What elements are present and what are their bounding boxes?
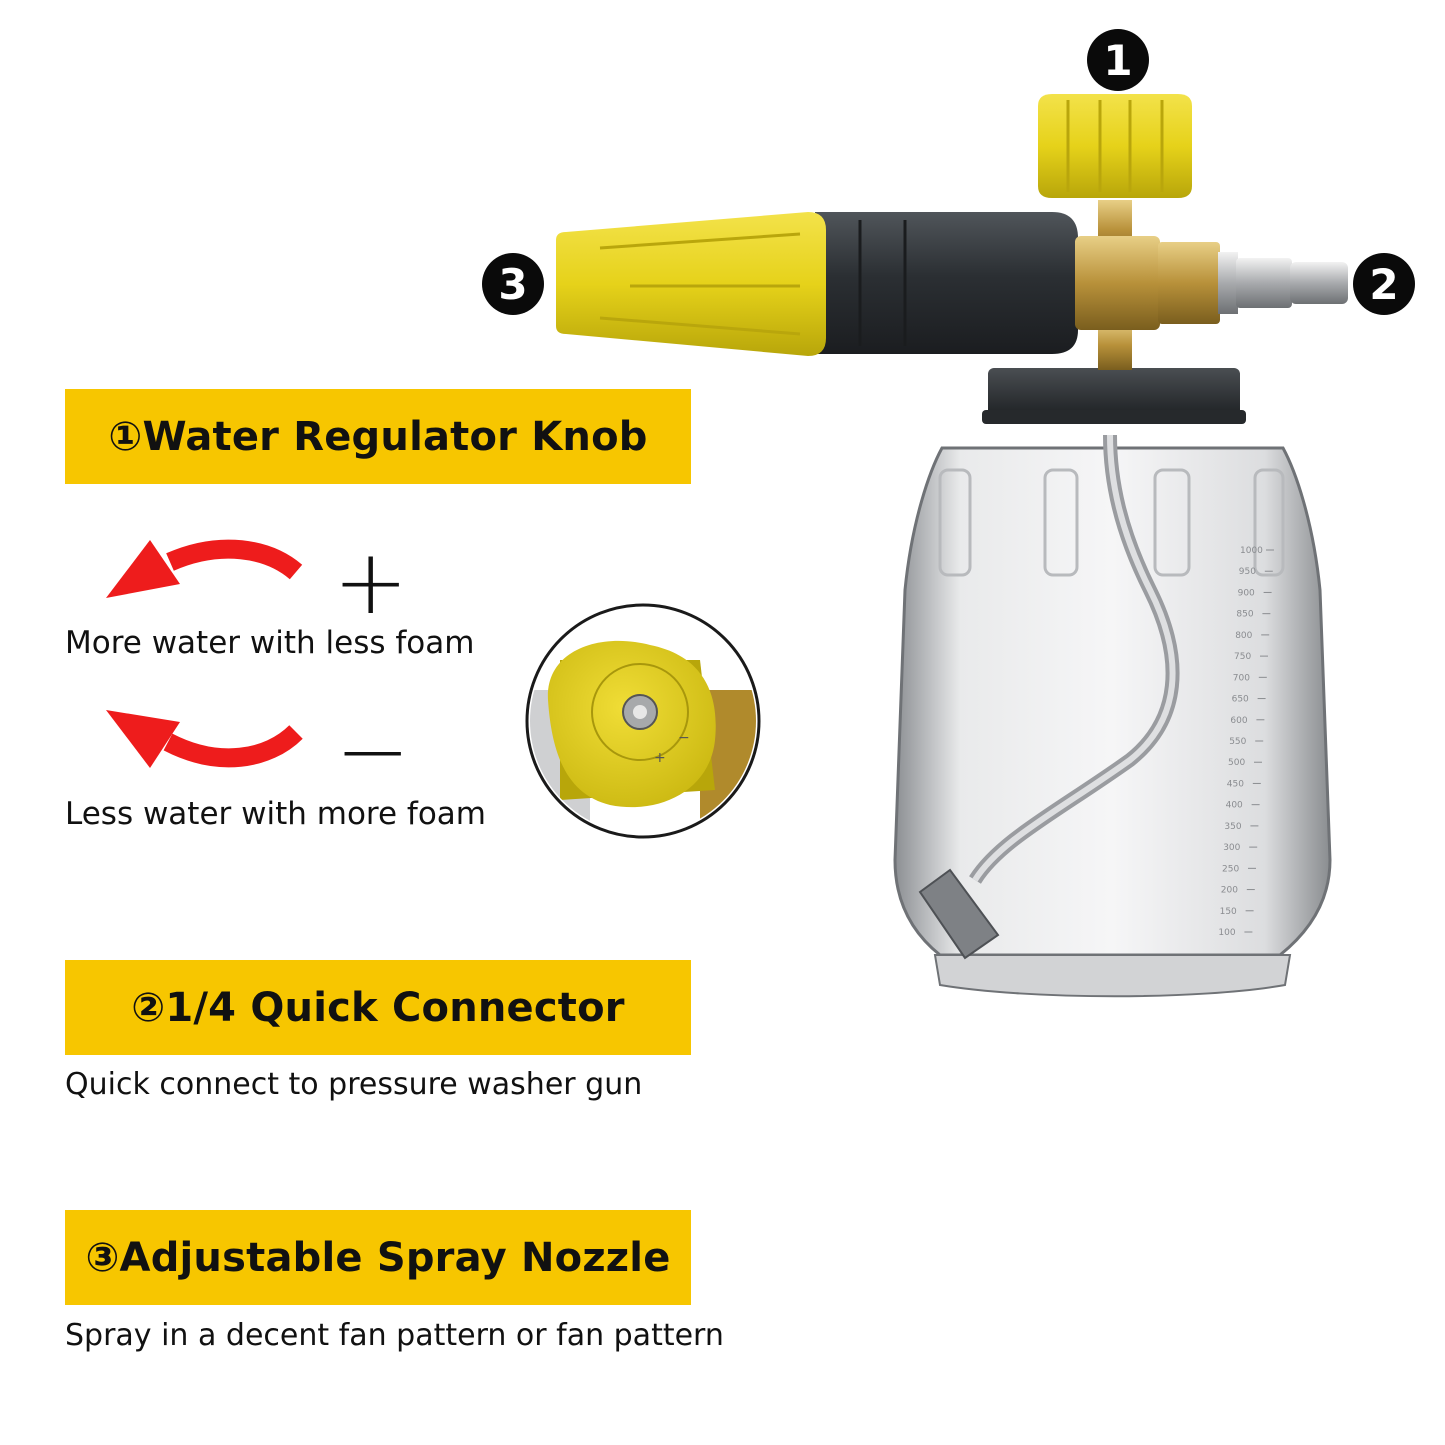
water-regulator-knob (1038, 94, 1192, 198)
scale-label: 900 (1238, 588, 1255, 598)
knob-detail-inset: + − (525, 603, 761, 839)
feature-banner-quick-connector: ②1/4 Quick Connector (65, 960, 691, 1055)
scale-label: 100 (1218, 928, 1235, 938)
plus-symbol: + (333, 530, 409, 635)
scale-label: 1000 (1240, 546, 1263, 556)
scale-label: 650 (1232, 695, 1249, 705)
marker-3-badge: 3 (482, 253, 544, 315)
scale-label: 350 (1224, 822, 1241, 832)
scale-label: 400 (1226, 801, 1243, 811)
feature-title: ③Adjustable Spray Nozzle (85, 1234, 671, 1281)
feature-title: ②1/4 Quick Connector (131, 984, 625, 1031)
scale-label: 800 (1235, 631, 1252, 641)
scale-label: 600 (1230, 716, 1247, 726)
less-water-text: Less water with more foam (65, 796, 486, 832)
foam-bottle (893, 368, 1332, 998)
marker-1-badge: 1 (1087, 29, 1149, 91)
red-arrow-less-water-icon (106, 710, 303, 768)
minus-symbol: − (335, 699, 411, 804)
scale-label: 450 (1227, 779, 1244, 789)
quick-connector-plug (1218, 252, 1348, 314)
dark-body (815, 212, 1078, 354)
scale-label: 950 (1239, 567, 1256, 577)
scale-label: 500 (1228, 758, 1245, 768)
spray-nozzle-description: Spray in a decent fan pattern or fan pat… (65, 1318, 724, 1353)
bottle-scale-marks: 1000 950 900 850 800 750 700 650 600 550 500 450 400… (1218, 546, 1274, 938)
quick-connector-description: Quick connect to pressure washer gun (65, 1067, 643, 1102)
knob-plus-mark: + (654, 750, 666, 766)
spray-nozzle (556, 212, 826, 356)
scale-label: 850 (1236, 610, 1253, 620)
feature-banner-water-regulator-knob: ①Water Regulator Knob (65, 389, 691, 484)
knob-minus-mark: − (678, 730, 690, 746)
scale-label: 200 (1221, 886, 1238, 896)
more-water-text: More water with less foam (65, 625, 475, 661)
scale-label: 550 (1229, 737, 1246, 747)
marker-2-badge: 2 (1353, 253, 1415, 315)
scale-label: 700 (1233, 673, 1250, 683)
scale-label: 250 (1222, 864, 1239, 874)
feature-title: ①Water Regulator Knob (108, 413, 648, 460)
scale-label: 750 (1234, 652, 1251, 662)
red-arrow-more-water-icon (106, 539, 303, 598)
feature-banner-spray-nozzle: ③Adjustable Spray Nozzle (65, 1210, 691, 1305)
scale-label: 150 (1220, 907, 1237, 917)
scale-label: 300 (1223, 843, 1240, 853)
brass-connector-body (1075, 236, 1220, 330)
